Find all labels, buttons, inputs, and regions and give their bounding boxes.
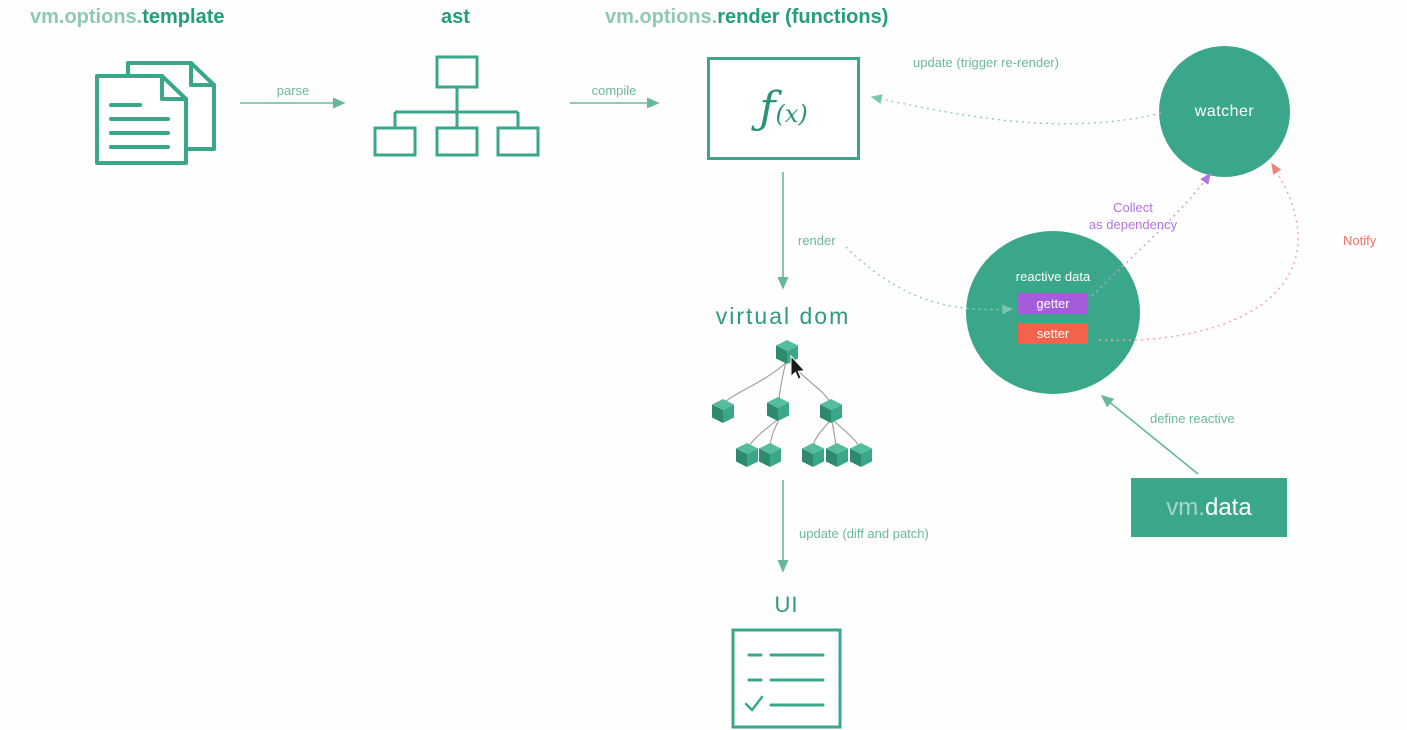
vdom-cube	[776, 340, 798, 364]
define-reactive-label: define reactive	[1150, 411, 1235, 426]
render-title: vm.options.render (functions)	[605, 6, 888, 29]
collect-line2: as dependency	[1088, 217, 1178, 232]
template-title-name: template	[142, 6, 225, 28]
vdom-cubes	[712, 340, 872, 467]
collect-line1: Collect	[1113, 200, 1153, 215]
update-trigger-arrow	[870, 94, 1162, 125]
render-title-prefix: vm.options.	[605, 6, 718, 28]
ui-title: UI	[774, 592, 799, 617]
update-diff-label: update (diff and patch)	[799, 526, 929, 541]
render-arrow-label: render	[798, 233, 836, 248]
reactive-data-label: reactive data	[1015, 269, 1091, 284]
vdom-cube	[712, 399, 734, 423]
compile-label: compile	[591, 83, 637, 98]
notify-label: Notify	[1343, 233, 1377, 248]
virtual-dom-title: virtual dom	[715, 303, 851, 329]
collect-dependency-label: Collect as dependency	[1063, 199, 1203, 233]
template-documents-icon	[95, 61, 216, 165]
fx-argument: (x)	[775, 99, 808, 128]
watcher-label: watcher	[1194, 102, 1255, 120]
vdom-tree-edges	[724, 361, 860, 447]
template-title-prefix: vm.options.	[30, 6, 143, 28]
fx-symbol: ƒ	[759, 82, 776, 134]
reactive-data-node: reactive data getter setter	[966, 231, 1140, 394]
render-function-node: ƒ (x)	[707, 57, 860, 160]
vdom-cube	[759, 443, 781, 467]
vm-data-node: vm.data	[1131, 478, 1287, 537]
vdom-cube	[736, 443, 758, 467]
vdom-cube	[820, 399, 842, 423]
watcher-node: watcher	[1159, 46, 1290, 177]
vdom-cube	[850, 443, 872, 467]
render-title-name: render (functions)	[717, 6, 889, 28]
update-trigger-label: update (trigger re-render)	[913, 55, 1059, 70]
vdom-cube	[826, 443, 848, 467]
parse-label: parse	[276, 83, 310, 98]
ast-tree-icon	[373, 55, 540, 157]
template-title: vm.options.template	[30, 6, 224, 29]
ui-box-icon	[731, 628, 842, 729]
vdom-cube	[802, 443, 824, 467]
define-reactive-arrow	[1100, 394, 1199, 475]
ast-title: ast	[441, 6, 470, 28]
mouse-cursor	[790, 354, 806, 380]
setter-badge: setter	[1018, 323, 1088, 344]
vm-data-prefix: vm.	[1166, 493, 1205, 521]
vm-data-name: data	[1204, 493, 1252, 521]
getter-badge: getter	[1018, 293, 1088, 314]
vdom-cube	[767, 397, 789, 421]
